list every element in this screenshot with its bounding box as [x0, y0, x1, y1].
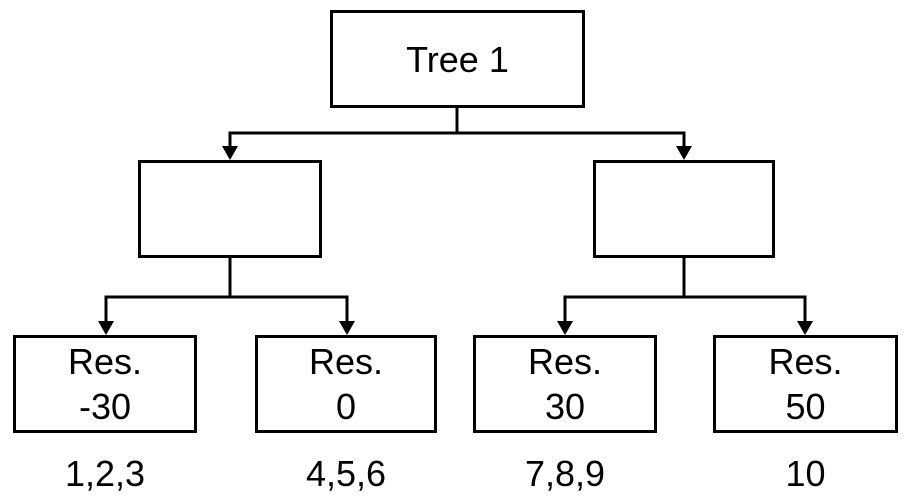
leaf-node-res-30: Res. 30: [473, 335, 657, 433]
right-subtree-connector: [557, 257, 813, 335]
arrowhead-down-icon: [222, 146, 238, 160]
left-subtree-connector: [98, 257, 355, 335]
leaf-caption: 1,2,3: [64, 453, 146, 494]
arrowhead-down-icon: [676, 146, 692, 160]
leaf-node-title: Res.: [308, 341, 384, 382]
arrowhead-down-icon: [98, 321, 114, 335]
leaf-node-title: Res.: [768, 341, 843, 382]
leaf-node-value: -30: [78, 386, 132, 427]
leaf-node-value: 0: [335, 386, 357, 427]
leaf-caption: 4,5,6: [305, 453, 387, 494]
internal-node-right: [593, 160, 775, 258]
leaf-caption: 10: [785, 453, 826, 494]
root-node: Tree 1: [330, 10, 585, 108]
leaf-node-value: 30: [544, 386, 586, 427]
leaf-node-value: 50: [785, 386, 826, 427]
root-connector: [222, 107, 692, 160]
leaf-node-res-minus-30: Res. -30: [13, 335, 197, 433]
arrowhead-down-icon: [797, 321, 813, 335]
leaf-node-title: Res.: [527, 341, 603, 382]
leaf-node-res-0: Res. 0: [255, 335, 437, 433]
root-node-label: Tree 1: [406, 38, 509, 80]
arrowhead-down-icon: [339, 321, 355, 335]
internal-node-left: [138, 160, 322, 258]
leaf-node-title: Res.: [67, 341, 143, 382]
arrowhead-down-icon: [557, 321, 573, 335]
leaf-node-res-50: Res. 50: [713, 335, 898, 433]
leaf-caption: 7,8,9: [524, 453, 606, 494]
